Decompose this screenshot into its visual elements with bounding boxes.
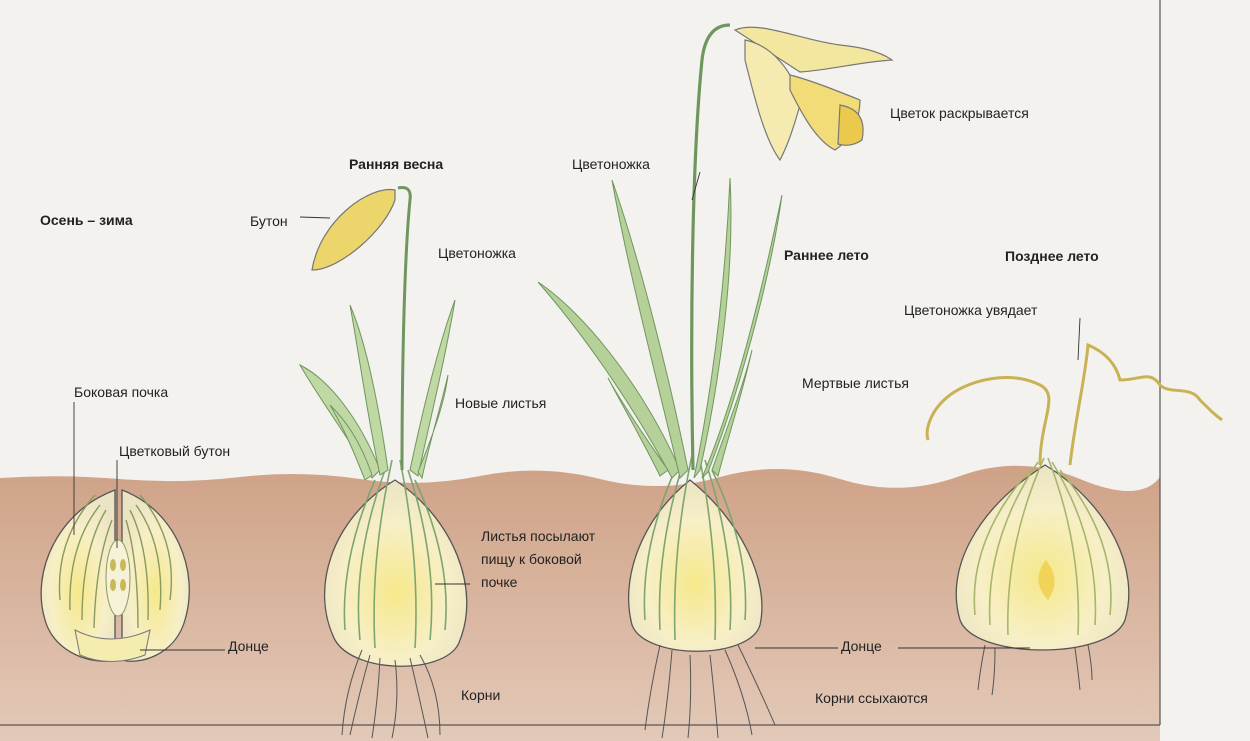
bulb-autumn-winter [40,489,190,662]
label-roots: Корни [461,687,501,703]
bulb-early-spring [298,186,468,739]
soil-layer [0,465,1160,741]
label-flower-opens: Цветок раскрывается [890,105,1029,121]
stage-label-early-spring: Ранняя весна [349,156,444,172]
label-peduncle-1: Цветоножка [438,245,516,261]
stage-label-late-summer: Позднее лето [1005,248,1099,264]
label-dead-leaves: Мертвые листья [802,375,909,391]
label-flower-bud: Цветковый бутон [119,443,231,459]
label-roots-dry: Корни ссыхаются [815,690,928,706]
bulb-early-summer [537,23,894,739]
stage-label-early-summer: Раннее лето [784,247,869,263]
bulb-late-summer [925,342,1223,696]
stage-label-autumn-winter: Осень – зима [40,212,133,228]
label-leaves-feed-line-2: пищу к боковой [481,551,582,567]
label-basal-plate-1: Донце [228,638,269,654]
label-leaves-feed-line-1: Листья посылают [481,528,596,544]
label-new-leaves: Новые листья [455,395,547,411]
label-lateral-bud: Боковая почка [74,384,169,400]
label-peduncle-wilts: Цветоножка увядает [904,302,1038,318]
label-bud: Бутон [250,213,288,229]
label-leaves-feed-line-3: почке [481,574,518,590]
daffodil-flower [733,26,894,162]
label-peduncle-2: Цветоножка [572,156,650,172]
label-basal-plate-2: Донце [841,638,882,654]
